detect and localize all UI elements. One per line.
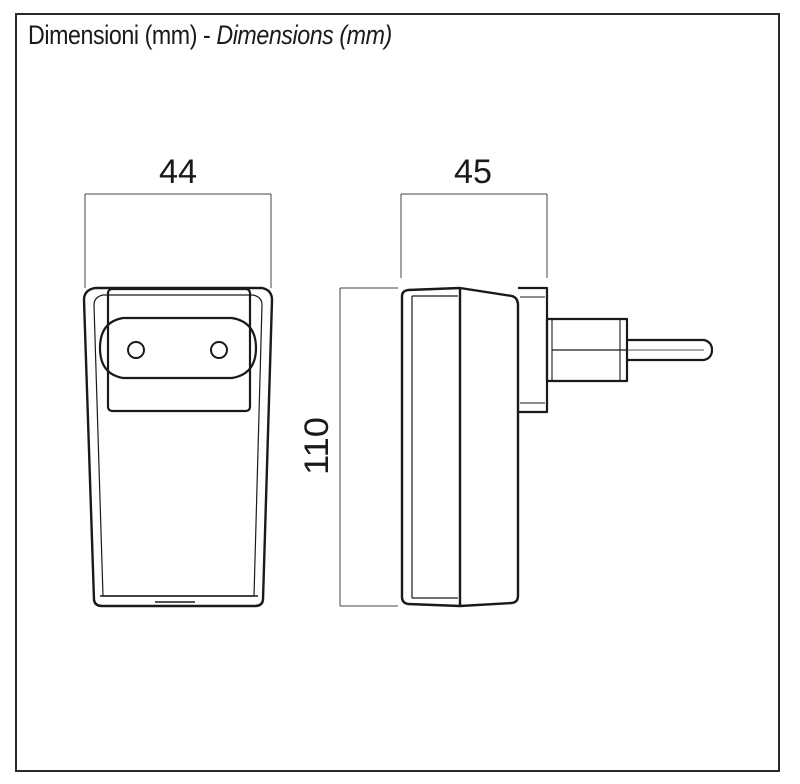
page-title: Dimensioni (mm) - Dimensions (mm) (28, 20, 392, 51)
socket-recess (106, 287, 252, 413)
plug-face (98, 316, 258, 380)
title-english: Dimensions (mm) (216, 20, 392, 50)
adapter-front-view (82, 286, 274, 608)
dimension-depth-label: 45 (454, 153, 492, 191)
title-italian: Dimensioni (mm) - (28, 20, 217, 50)
dimension-width (84, 193, 272, 288)
drawing-frame (15, 13, 780, 772)
dimension-width-label: 44 (159, 153, 197, 191)
dimension-height-label: 110 (298, 417, 336, 475)
pin-hole-right (210, 341, 228, 359)
dimension-depth (400, 193, 548, 278)
dimension-height (339, 287, 398, 607)
adapter-side-view (400, 286, 714, 608)
pin-hole-left (127, 341, 145, 359)
